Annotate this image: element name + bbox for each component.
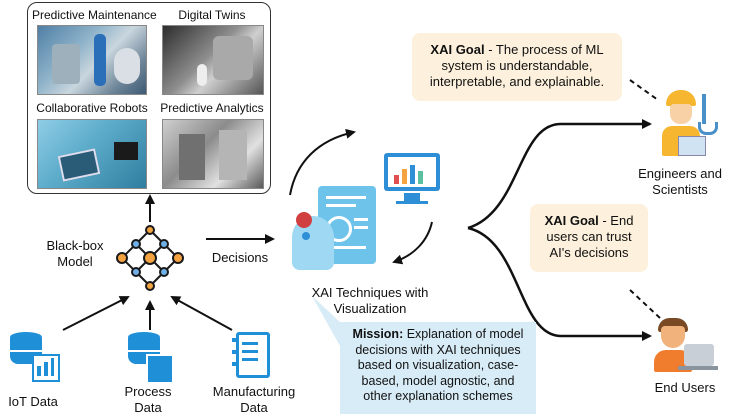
decisions-label: Decisions [211,250,269,265]
mission-bold: Mission: [352,327,404,341]
goal2-text-2: users can trust [546,229,632,244]
xai-goal-box-end-users: XAI Goal - End users can trust AI's deci… [530,204,648,272]
iot-data-icon [10,332,60,384]
model-label-line2: Model [57,254,93,269]
mission-box: Mission: Explanation of model decisions … [340,322,536,414]
process-data-icon [128,332,174,384]
dashed-link-goal1 [629,79,659,101]
engineers-label-line1: Engineers and [638,166,722,181]
mission-text-5: other explanation schemes [363,389,513,403]
goal1-text-2: system is understandable, [441,58,593,73]
manufacturing-data-label-line2: Data [240,400,268,415]
app-title-predictive-maintenance: Predictive Maintenance [32,8,157,22]
mission-pointer [312,296,340,346]
manufacturing-data-icon [232,332,272,386]
arrow-curve-down [392,221,433,265]
arrow-to-engineers [467,119,652,230]
xai-illustration [290,150,450,275]
manufacturing-data-label-line1: Manufacturing [212,384,296,399]
process-data-label-line1: Process [124,384,172,399]
arrow-iot-to-model [62,296,130,331]
goal1-text-1: - The process of ML [484,42,604,57]
iot-data-label: IoT Data [8,394,58,409]
xai-goal-box-engineers: XAI Goal - The process of ML system is u… [412,33,622,101]
applications-box: Predictive Maintenance Digital Twins Col… [27,2,271,194]
arrow-to-end-users [467,226,652,341]
end-users-label: End Users [654,380,716,395]
end-user-icon [654,318,718,374]
process-data-label-line2: Data [134,400,162,415]
goal1-bold: XAI Goal [430,42,485,57]
goal2-text-1: - End [598,213,634,228]
predictive-analytics-image [162,119,264,189]
app-title-digital-twins: Digital Twins [178,8,246,22]
arrow-curve-up [289,128,356,196]
dashed-link-goal2 [629,289,661,319]
model-label-line1: Black-box [46,238,104,253]
predictive-maintenance-image [37,25,147,95]
arrow-manufacturing-to-model [170,296,233,331]
mission-text-2: decisions with XAI techniques [355,342,521,357]
app-title-predictive-analytics: Predictive Analytics [160,101,264,115]
app-title-collaborative-robots: Collaborative Robots [36,101,148,115]
engineer-icon [654,86,720,162]
collaborative-robots-image [37,119,147,189]
mission-text-3: based on visualization, case- [357,358,519,372]
goal2-text-3: AI's decisions [549,245,629,260]
goal2-bold: XAI Goal [544,213,599,228]
digital-twins-image [162,25,264,95]
engineers-label-line2: Scientists [652,182,708,197]
mission-text-4: based, model agnostic, and [361,373,515,388]
ai-head-icon [292,212,334,270]
xai-label-line2: Visualization [333,301,407,316]
monitor-icon [384,153,440,204]
goal1-text-3: interpretable, and explainable. [429,74,605,89]
mission-text-1: Explanation of model [403,327,524,341]
xai-label-line1: XAI Techniques with [311,285,429,300]
